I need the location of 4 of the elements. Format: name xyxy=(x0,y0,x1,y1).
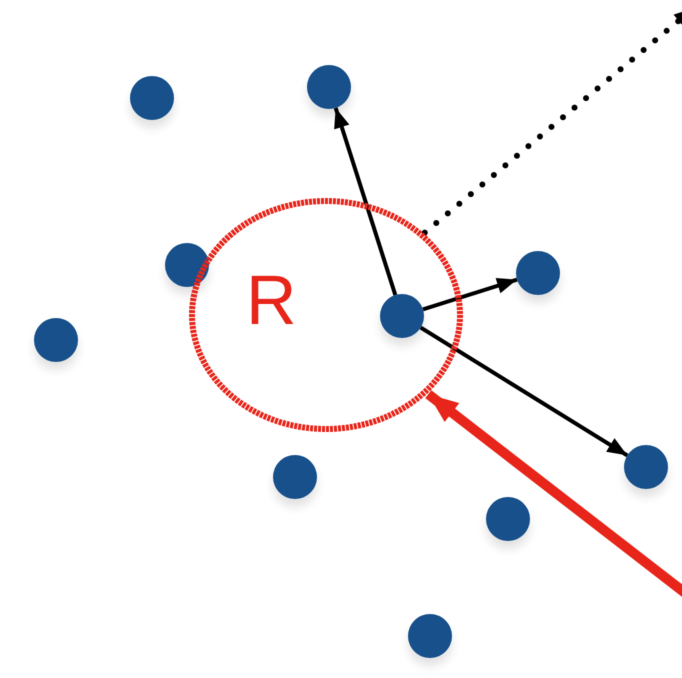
arrow xyxy=(420,326,628,458)
arrow xyxy=(334,107,398,296)
arrow xyxy=(422,278,518,312)
region-label: R xyxy=(246,265,297,335)
